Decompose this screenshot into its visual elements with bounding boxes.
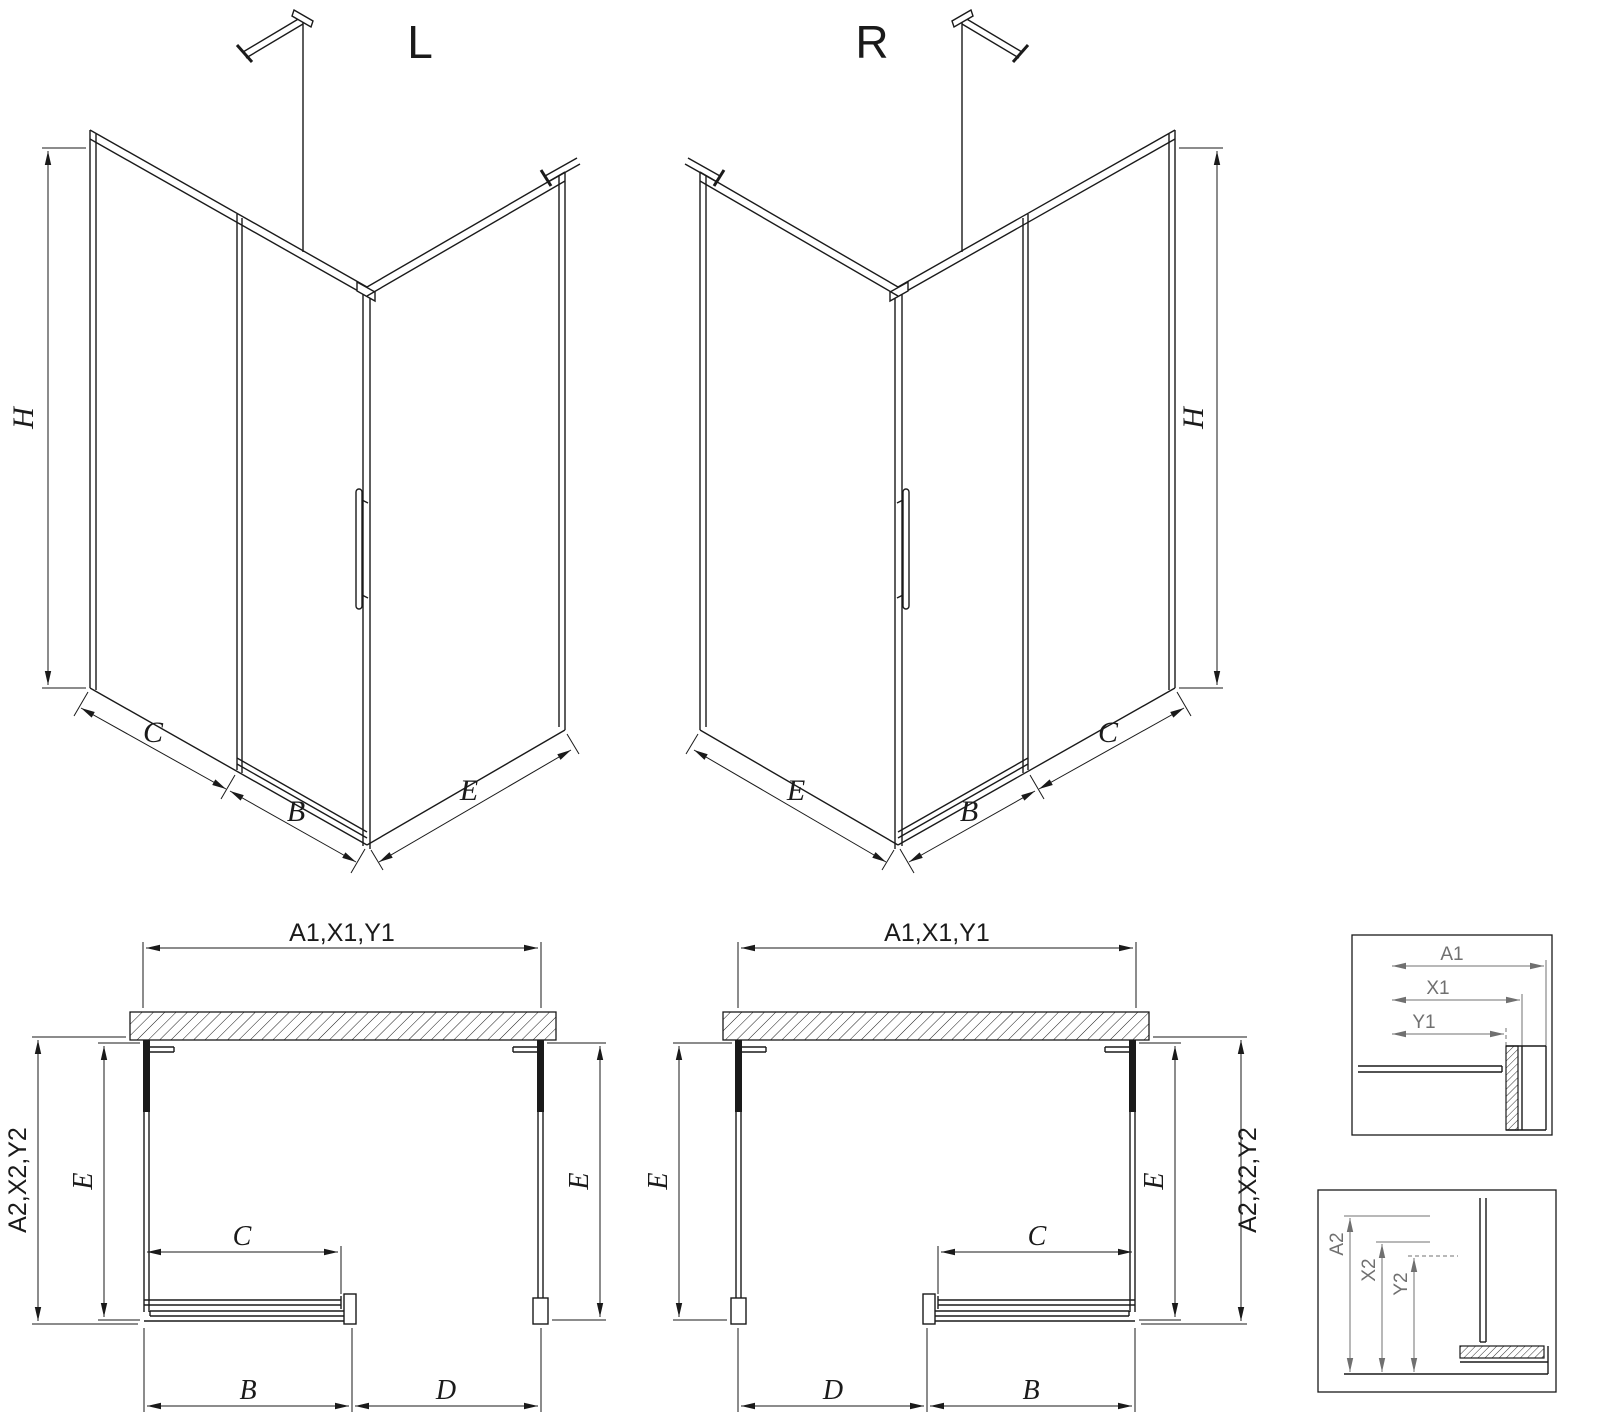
- wall-section-hatched: [129, 1011, 557, 1041]
- dim-label-e-right: E: [564, 1172, 595, 1190]
- dim-label-c: C: [1098, 716, 1119, 749]
- dim-label-d: D: [822, 1375, 843, 1406]
- dimensions: A1,X1,Y1 A2,X2,Y2 E E C: [643, 919, 1262, 1412]
- dim-label-c: C: [1028, 1221, 1047, 1252]
- dim-label-h: H: [1177, 405, 1210, 430]
- dim-label-a2: A2: [1327, 1232, 1348, 1255]
- dim-label-y1: Y1: [1412, 1012, 1435, 1033]
- dim-label-y2: Y2: [1391, 1272, 1412, 1295]
- profile-section: [1358, 1045, 1547, 1131]
- dim-label-a2x2y2: A2,X2,Y2: [1234, 1127, 1262, 1233]
- dim-label-e-left: E: [643, 1172, 674, 1190]
- variant-label-right: R: [855, 16, 888, 68]
- left-wall-glass: [89, 129, 368, 846]
- dim-label-e: E: [786, 774, 805, 807]
- dim-label-a2x2y2: A2,X2,Y2: [4, 1127, 32, 1233]
- dim-label-b: B: [960, 795, 978, 828]
- dim-label-x2: X2: [1359, 1258, 1380, 1281]
- right-wall-glass: [897, 129, 1176, 846]
- corner-post: [889, 280, 909, 849]
- plan-geometry: [730, 1040, 1136, 1325]
- dim-label-e-left: E: [68, 1172, 99, 1190]
- dim-label-c: C: [233, 1221, 252, 1252]
- dim-label-h: H: [7, 405, 40, 430]
- support-bracket: [235, 8, 314, 252]
- dim-label-a1x1y1: A1,X1,Y1: [884, 919, 990, 947]
- dim-label-d: D: [435, 1375, 456, 1406]
- support-bracket: [951, 8, 1030, 252]
- variant-label-left: L: [407, 16, 433, 68]
- side-support-bracket: [539, 157, 581, 187]
- wall-section-hatched: [722, 1011, 1150, 1041]
- dimensions: H C B E: [7, 147, 580, 874]
- dim-label-x1: X1: [1426, 978, 1449, 999]
- detail-frame: [1317, 1189, 1557, 1393]
- dimensions: H C B E: [685, 147, 1223, 874]
- side-panel-glass: [366, 171, 566, 846]
- detail-view-bottom: A2 X2 Y2: [1317, 1189, 1557, 1393]
- side-panel-glass: [699, 171, 899, 846]
- dim-label-c: C: [143, 716, 164, 749]
- iso-view-right: R: [684, 8, 1223, 874]
- plan-view-right: A1,X1,Y1 A2,X2,Y2 E E C: [643, 919, 1262, 1412]
- dim-label-a1: A1: [1440, 944, 1463, 965]
- plan-view-left: A1,X1,Y1 A2,X2,Y2 E E C: [4, 919, 606, 1412]
- door-handle: [355, 488, 369, 610]
- detail-view-top: A1 X1 Y1: [1351, 934, 1553, 1136]
- dim-label-e-right: E: [1139, 1172, 1170, 1190]
- side-support-bracket: [684, 157, 726, 187]
- plan-geometry: [143, 1040, 549, 1325]
- dim-label-b: B: [287, 795, 305, 828]
- dim-label-b: B: [1022, 1375, 1039, 1406]
- door-handle: [896, 488, 910, 610]
- dim-label-b: B: [239, 1375, 256, 1406]
- dimensions: A1,X1,Y1 A2,X2,Y2 E E C: [4, 919, 606, 1412]
- iso-view-left: L: [7, 8, 581, 874]
- dim-label-e: E: [459, 774, 478, 807]
- dim-label-a1x1y1: A1,X1,Y1: [289, 919, 395, 947]
- corner-post: [356, 280, 376, 849]
- profile-section: [1344, 1198, 1549, 1375]
- detail-frame: [1351, 934, 1553, 1136]
